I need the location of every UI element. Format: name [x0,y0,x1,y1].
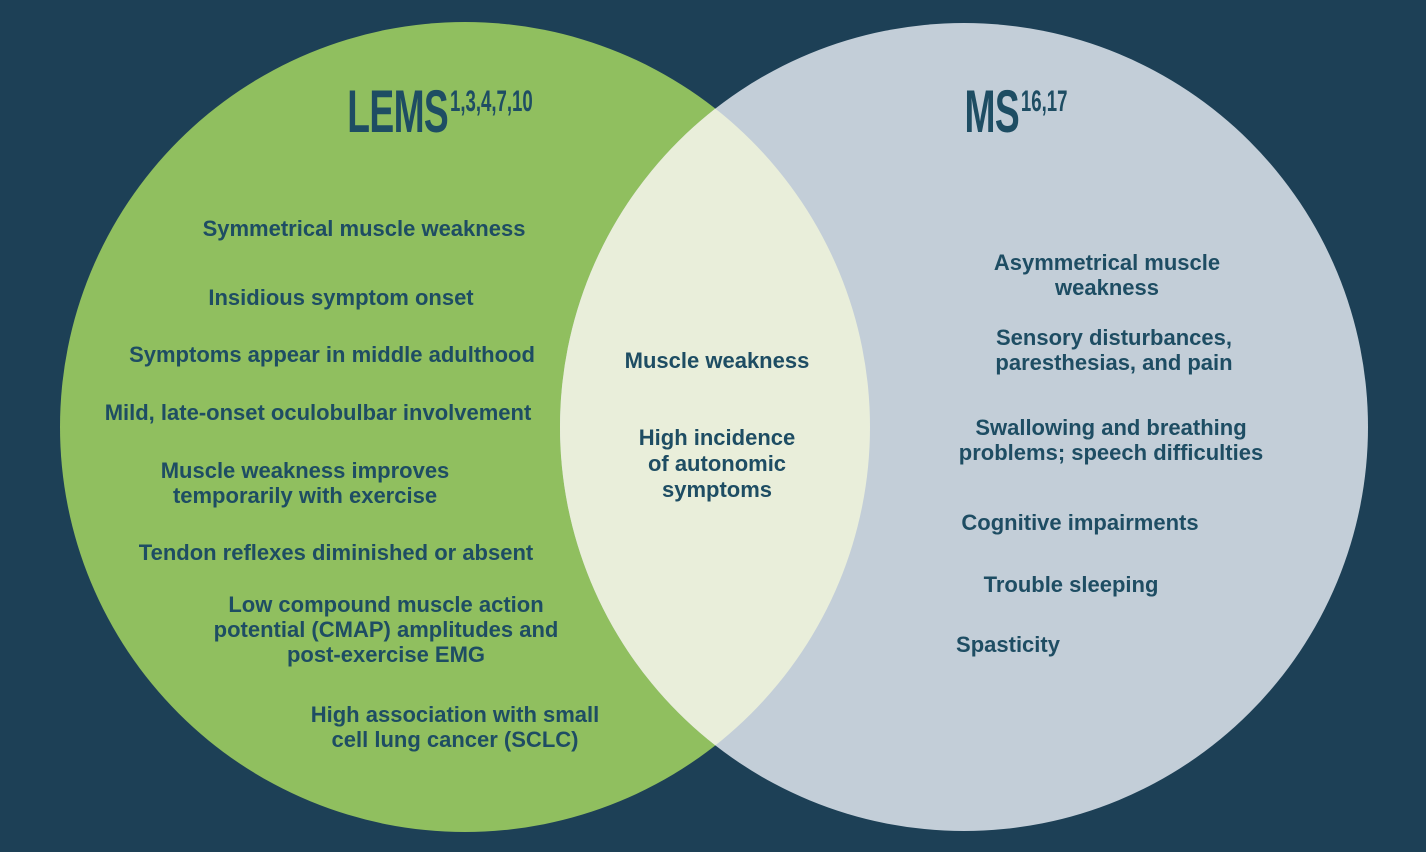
ms-title-references: 16,17 [1020,85,1068,118]
overlap-region [560,23,870,831]
ms-item: Spasticity [956,632,1060,657]
overlap-item: High incidence of autonomic symptoms [638,425,796,502]
lems-title-text: LEMS [347,78,449,145]
ms-item: Cognitive impairments [961,510,1199,535]
lems-item: Insidious symptom onset [208,285,474,310]
lems-item: Symptoms appear in middle adulthood [129,342,535,367]
ms-item: Trouble sleeping [983,572,1159,597]
lems-item: Tendon reflexes diminished or absent [138,540,534,565]
lems-item: Mild, late-onset oculobulbar involvement [104,400,532,425]
ms-title: MS16,17 [965,82,1068,153]
overlap-item: Muscle weakness [624,348,810,373]
lems-title-references: 1,3,4,7,10 [449,85,533,118]
lems-item: Muscle weakness improves temporarily wit… [160,458,450,508]
ms-item: Sensory disturbances, paresthesias, and … [995,325,1233,375]
lems-item: High association with small cell lung ca… [310,702,600,752]
ms-item: Swallowing and breathing problems; speec… [958,415,1264,465]
lems-item: Low compound muscle action potential (CM… [213,592,559,667]
lems-title: LEMS1,3,4,7,10 [347,82,532,153]
ms-title-text: MS [964,78,1020,145]
ms-item: Asymmetrical muscle weakness [993,250,1221,300]
lems-item: Symmetrical muscle weakness [202,216,526,241]
